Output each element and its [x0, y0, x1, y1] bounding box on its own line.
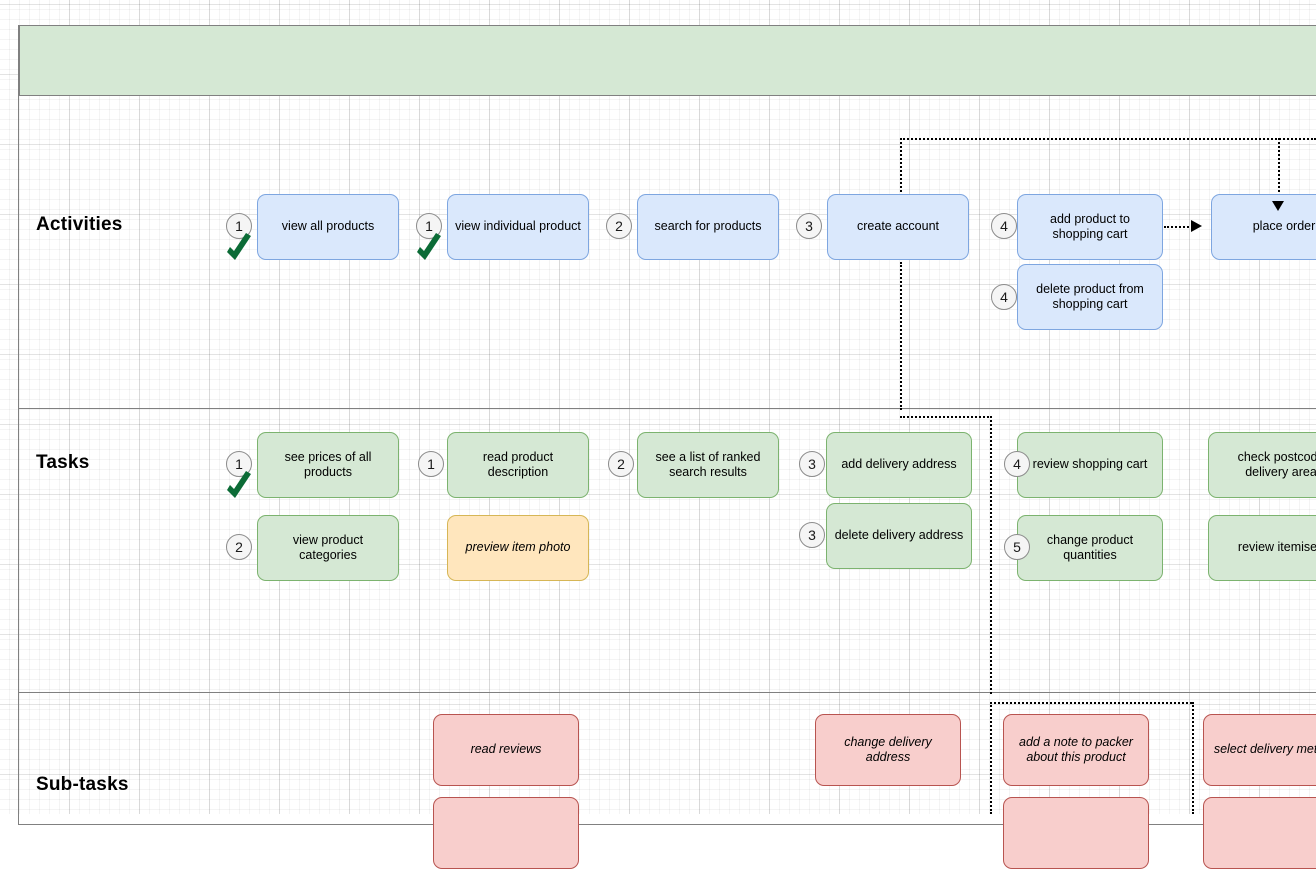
lane-label-activities: Activities: [36, 214, 123, 235]
card-activity-place-order[interactable]: place order: [1211, 194, 1316, 260]
check-icon-task-1: [227, 471, 251, 498]
badge-activity-4: 3: [796, 213, 822, 239]
board-header: Customer wants to purch: [19, 25, 1316, 96]
badge-task-5: 3: [799, 451, 825, 477]
card-subtask-select-delivery-method[interactable]: select delivery method: [1203, 714, 1316, 786]
card-subtask-change-delivery-address[interactable]: change delivery address: [815, 714, 961, 786]
lane-label-subtasks: Sub-tasks: [36, 774, 129, 795]
swimlane-frame: [18, 25, 1316, 825]
card-task-preview-item-photo[interactable]: preview item photo: [447, 515, 589, 581]
card-task-read-product-description[interactable]: read product description: [447, 432, 589, 498]
connector-subtasks-vertical-right: [1192, 702, 1194, 814]
card-activity-view-all-products[interactable]: view all products: [257, 194, 399, 260]
connector-subtasks-horizontal: [990, 702, 1192, 704]
card-task-add-delivery-address[interactable]: add delivery address: [826, 432, 972, 498]
lane-label-tasks: Tasks: [36, 452, 90, 473]
diagram-canvas: [0, 0, 1316, 814]
card-task-see-prices[interactable]: see prices of all products: [257, 432, 399, 498]
card-task-check-postcode-delivery-area[interactable]: check postcode delivery area: [1208, 432, 1316, 498]
card-subtask-below-select-delivery[interactable]: [1203, 797, 1316, 869]
badge-task-6: 3: [799, 522, 825, 548]
connector-account-vertical-lower: [900, 262, 902, 410]
lane-divider-tasks-subtasks: [19, 692, 1316, 693]
badge-activity-6: 4: [991, 284, 1017, 310]
badge-task-3: 1: [418, 451, 444, 477]
card-activity-delete-product-from-cart[interactable]: delete product from shopping cart: [1017, 264, 1163, 330]
badge-task-7: 4: [1004, 451, 1030, 477]
lane-divider-activities-tasks: [19, 408, 1316, 409]
card-task-ranked-search-results[interactable]: see a list of ranked search results: [637, 432, 779, 498]
card-activity-view-individual-product[interactable]: view individual product: [447, 194, 589, 260]
badge-activity-5: 4: [991, 213, 1017, 239]
card-subtask-below-add-note[interactable]: [1003, 797, 1149, 869]
check-icon-activity-1: [227, 233, 251, 260]
card-task-review-itemised[interactable]: review itemised: [1208, 515, 1316, 581]
check-icon-activity-2: [417, 233, 441, 260]
connector-cart-to-order: [1164, 226, 1196, 228]
connector-top-horizontal: [900, 138, 1316, 140]
card-activity-search-for-products[interactable]: search for products: [637, 194, 779, 260]
card-task-change-product-quantities[interactable]: change product quantities: [1017, 515, 1163, 581]
badge-task-2: 2: [226, 534, 252, 560]
card-task-review-shopping-cart[interactable]: review shopping cart: [1017, 432, 1163, 498]
badge-task-4: 2: [608, 451, 634, 477]
card-activity-add-product-to-cart[interactable]: add product to shopping cart: [1017, 194, 1163, 260]
connector-tasks-vertical: [990, 416, 992, 694]
card-subtask-add-note-to-packer[interactable]: add a note to packer about this product: [1003, 714, 1149, 786]
card-task-delete-delivery-address[interactable]: delete delivery address: [826, 503, 972, 569]
arrowhead-place-order-down: [1272, 201, 1284, 211]
badge-task-8: 5: [1004, 534, 1030, 560]
badge-activity-2: 1: [416, 213, 442, 239]
connector-tasks-elbow-horizontal: [900, 416, 992, 418]
card-subtask-below-read-reviews[interactable]: [433, 797, 579, 869]
connector-subtasks-vertical-left: [990, 702, 992, 814]
arrowhead-cart-to-order: [1191, 220, 1202, 232]
card-activity-create-account[interactable]: create account: [827, 194, 969, 260]
card-task-view-product-categories[interactable]: view product categories: [257, 515, 399, 581]
connector-account-vertical-upper: [900, 138, 902, 200]
card-subtask-read-reviews[interactable]: read reviews: [433, 714, 579, 786]
badge-activity-3: 2: [606, 213, 632, 239]
connector-place-order-vertical: [1278, 138, 1280, 204]
